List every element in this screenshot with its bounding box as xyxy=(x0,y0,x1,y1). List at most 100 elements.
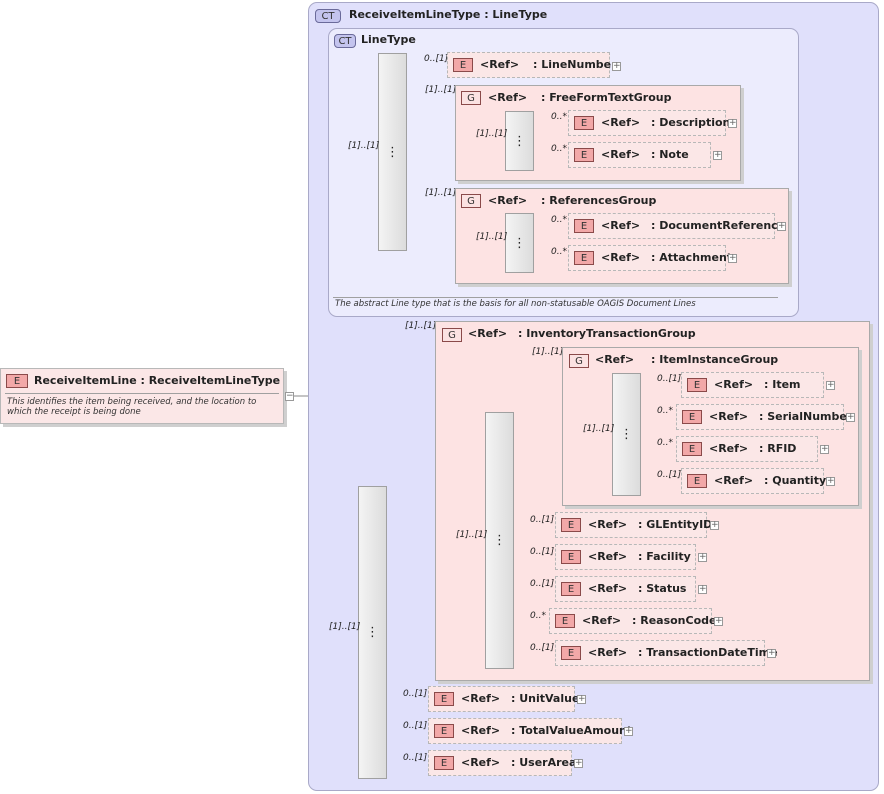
ref-label: <Ref> xyxy=(714,474,754,487)
sequence-icon: ⋮ xyxy=(620,427,633,442)
plus-icon[interactable]: + xyxy=(826,476,835,486)
ref-label: <Ref> xyxy=(601,219,641,232)
element-name: : UserArea xyxy=(511,756,577,769)
group-name: : ItemInstanceGroup xyxy=(651,353,779,366)
element-name: : GLEntityID xyxy=(638,518,713,531)
collapse-icon[interactable]: − xyxy=(285,391,294,401)
line-type-doc: The abstract Line type that is the basis… xyxy=(335,299,696,309)
root-element[interactable]: E ReceiveItemLine : ReceiveItemLineType … xyxy=(0,368,294,424)
element-facility[interactable]: E <Ref> : Facility xyxy=(555,544,696,570)
element-badge: E xyxy=(561,646,581,660)
element-transaction-date-time[interactable]: E <Ref> : TransactionDateTime xyxy=(555,640,778,666)
sequence-icon: ⋮ xyxy=(493,533,506,548)
plus-icon[interactable]: + xyxy=(714,616,723,626)
element-name: : Note xyxy=(651,148,689,161)
plus-icon[interactable]: + xyxy=(698,552,707,562)
cardinality: 0..[1] xyxy=(424,54,449,64)
element-note[interactable]: E <Ref> : Note xyxy=(568,142,711,168)
ref-label: <Ref> xyxy=(709,442,749,455)
cardinality: [1]..[1] xyxy=(329,622,361,632)
cardinality: [1]..[1] xyxy=(425,188,457,198)
cardinality: 0..[1] xyxy=(530,643,555,653)
cardinality: 0..[1] xyxy=(403,721,428,731)
plus-icon[interactable]: + xyxy=(574,758,583,768)
ref-label: <Ref> xyxy=(488,194,528,207)
cardinality: 0..* xyxy=(657,438,673,448)
element-name: : LineNumber xyxy=(533,58,617,71)
element-name: : Attachment xyxy=(651,251,733,264)
ref-label: <Ref> xyxy=(588,582,628,595)
sequence-compositor[interactable]: ⋮ xyxy=(612,373,641,496)
plus-icon[interactable]: + xyxy=(624,726,633,736)
element-badge: E xyxy=(561,582,581,596)
cardinality: 0..[1] xyxy=(530,515,555,525)
cardinality: 0..* xyxy=(530,611,546,621)
element-status[interactable]: E <Ref> : Status xyxy=(555,576,696,602)
element-badge: E xyxy=(434,692,454,706)
cardinality: 0..[1] xyxy=(657,374,682,384)
sequence-icon: ⋮ xyxy=(513,236,526,251)
group-badge: G xyxy=(461,194,481,208)
group-badge: G xyxy=(442,328,462,342)
plus-icon[interactable]: + xyxy=(767,648,776,658)
element-reason-code[interactable]: E <Ref> : ReasonCode xyxy=(549,608,716,634)
plus-icon[interactable]: + xyxy=(710,520,719,530)
element-document-reference[interactable]: E <Ref> : DocumentReference xyxy=(568,213,785,239)
element-badge: E xyxy=(574,116,594,130)
sequence-compositor[interactable]: ⋮ xyxy=(505,111,534,171)
root-title: ReceiveItemLine : ReceiveItemLineType xyxy=(34,374,281,387)
sequence-compositor[interactable]: ⋮ xyxy=(358,486,387,779)
plus-icon[interactable]: + xyxy=(577,694,586,704)
element-user-area[interactable]: E <Ref> : UserArea xyxy=(428,750,576,776)
element-description[interactable]: E <Ref> : Description xyxy=(568,110,730,136)
element-name: : Status xyxy=(638,582,687,595)
plus-icon[interactable]: + xyxy=(820,444,829,454)
cardinality: [1]..[1] xyxy=(476,129,508,139)
cardinality: [1]..[1] xyxy=(456,530,488,540)
element-total-value-amount[interactable]: E <Ref> : TotalValueAmount xyxy=(428,718,632,744)
group-badge: G xyxy=(461,91,481,105)
ref-label: <Ref> xyxy=(588,646,628,659)
element-unit-value[interactable]: E <Ref> : UnitValue xyxy=(428,686,579,712)
element-badge: E xyxy=(687,474,707,488)
ref-label: <Ref> xyxy=(714,378,754,391)
cardinality: [1]..[1] xyxy=(583,424,615,434)
line-type-title: LineType xyxy=(361,33,416,46)
group-badge: G xyxy=(569,354,589,368)
plus-icon[interactable]: + xyxy=(777,221,786,231)
ref-label: <Ref> xyxy=(709,410,749,423)
cardinality: 0..[1] xyxy=(530,579,555,589)
ref-label: <Ref> xyxy=(582,614,622,627)
plus-icon[interactable]: + xyxy=(728,118,737,128)
element-name: : TotalValueAmount xyxy=(511,724,633,737)
ref-label: <Ref> xyxy=(601,251,641,264)
sequence-compositor[interactable]: ⋮ xyxy=(485,412,514,669)
line-type-badge: CT xyxy=(334,34,356,48)
cardinality: 0..* xyxy=(657,406,673,416)
element-badge: E xyxy=(434,756,454,770)
sequence-compositor[interactable]: ⋮ xyxy=(505,213,534,273)
element-badge: E xyxy=(687,378,707,392)
sequence-compositor[interactable]: ⋮ xyxy=(378,53,407,251)
element-name: : Facility xyxy=(638,550,691,563)
plus-icon[interactable]: + xyxy=(728,253,737,263)
element-badge: E xyxy=(6,374,28,388)
cardinality: 0..[1] xyxy=(403,753,428,763)
ref-label: <Ref> xyxy=(468,327,508,340)
cardinality: [1]..[1] xyxy=(532,347,564,357)
ref-label: <Ref> xyxy=(595,353,635,366)
element-line-number[interactable]: E <Ref> : LineNumber xyxy=(447,52,617,78)
element-badge: E xyxy=(561,550,581,564)
element-rfid[interactable]: E <Ref> : RFID xyxy=(676,436,818,462)
element-attachment[interactable]: E <Ref> : Attachment xyxy=(568,245,732,271)
plus-icon[interactable]: + xyxy=(612,61,621,71)
element-gl-entity-id[interactable]: E <Ref> : GLEntityID xyxy=(555,512,712,538)
plus-icon[interactable]: + xyxy=(826,380,835,390)
element-serial-number[interactable]: E <Ref> : SerialNumber xyxy=(676,404,852,430)
element-item[interactable]: E <Ref> : Item xyxy=(681,372,824,398)
plus-icon[interactable]: + xyxy=(698,584,707,594)
element-name: : Quantity xyxy=(764,474,827,487)
element-quantity[interactable]: E <Ref> : Quantity xyxy=(681,468,827,494)
plus-icon[interactable]: + xyxy=(713,150,722,160)
plus-icon[interactable]: + xyxy=(846,412,855,422)
